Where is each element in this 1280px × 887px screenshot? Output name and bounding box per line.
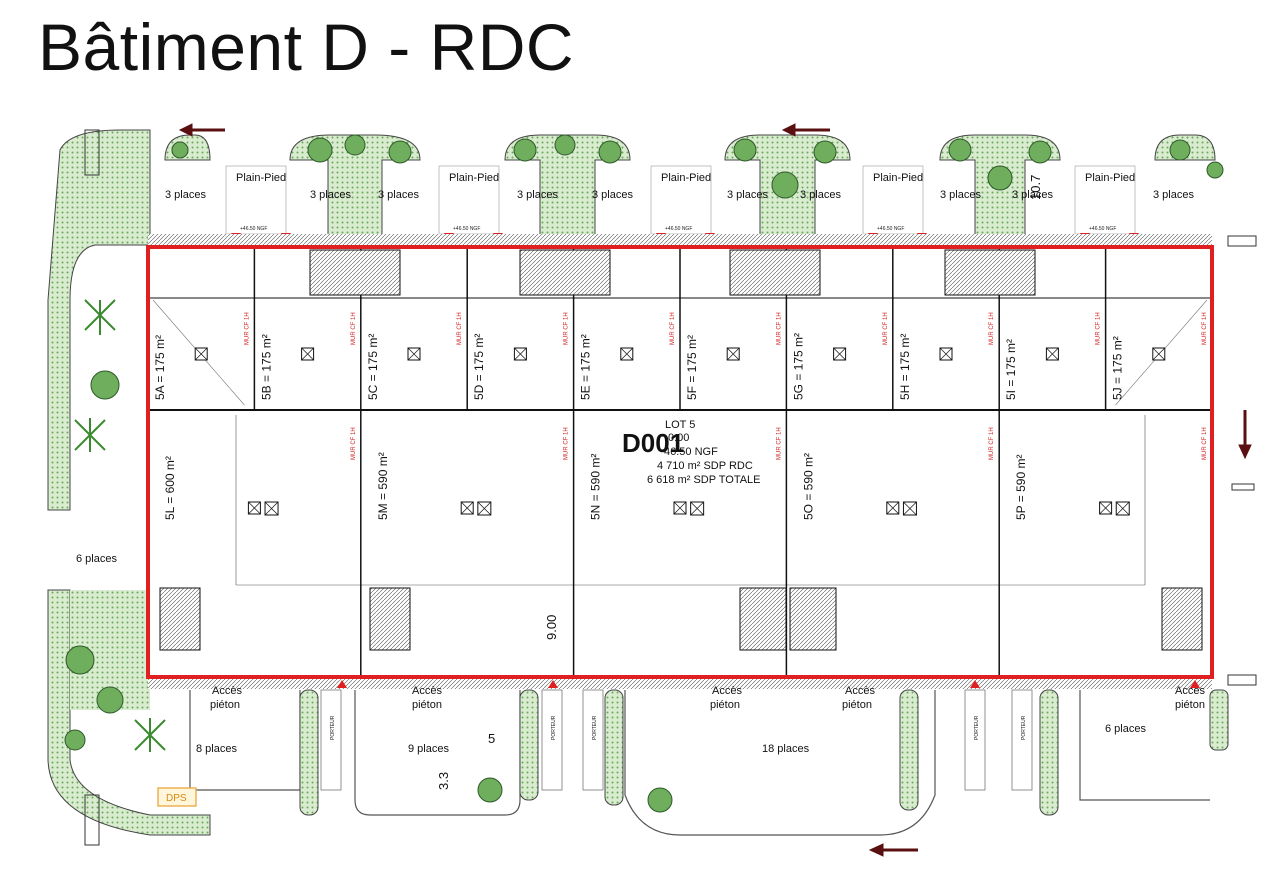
unit-label-5: 5E = 175 m² (579, 334, 593, 400)
ngf-top-label: +46.50 NGF (453, 226, 480, 232)
porteur-label-3: PORTEUR (592, 715, 598, 740)
acces-label-5: Accès (1175, 685, 1205, 697)
acces-label-4: Accès (845, 685, 875, 697)
wall-label: MUR CF 1H (989, 312, 995, 345)
palm-shrubs (74, 299, 166, 752)
direction-arrows (178, 123, 1252, 857)
porteur-label-5: PORTEUR (1021, 715, 1027, 740)
ngf-top-label: +46.50 NGF (240, 226, 267, 232)
left-green-strip-lower (47, 589, 211, 836)
plain-pied-label: Plain-Pied (1085, 172, 1135, 184)
top-places-label: 3 places (940, 189, 981, 201)
bottom-units: 5L = 600 m² MUR CF 1H 5M = 590 m² MUR CF 1H… (163, 410, 1208, 677)
plain-pied-label: Plain-Pied (873, 172, 923, 184)
dimension-9: 9.00 (544, 615, 559, 640)
dimension-10-7: 10.7 (1028, 175, 1043, 200)
unit-label-bottom-1: 5L = 600 m² (163, 456, 177, 520)
dimension-5: 5 (488, 731, 495, 746)
left-green-strip (47, 129, 151, 511)
top-places-label: 3 places (165, 189, 206, 201)
pieton-label-3: piéton (710, 699, 740, 711)
top-places-label: 3 places (800, 189, 841, 201)
pieton-label-4: piéton (842, 699, 872, 711)
ngf-label: 46.50 NGF (664, 446, 718, 458)
unit-label-7: 5G = 175 m² (791, 333, 805, 400)
unit-label-3: 5C = 175 m² (366, 334, 380, 400)
unit-label-bottom-3: 5N = 590 m² (589, 454, 603, 520)
pieton-label-5: piéton (1175, 699, 1205, 711)
dimension-3-3: 3.3 (436, 772, 451, 790)
unit-label-9: 5I = 175 m² (1004, 339, 1018, 400)
pieton-label-2: piéton (412, 699, 442, 711)
dps-box (157, 787, 197, 807)
wall-label: MUR CF 1H (351, 427, 357, 460)
dps-label: DPS (166, 793, 187, 804)
sdp-rdc-label: 4 710 m² SDP RDC (657, 460, 753, 472)
wall-label: MUR CF 1H (670, 312, 676, 345)
page-title: Bâtiment D - RDC (38, 10, 575, 84)
top-places-label: 3 places (592, 189, 633, 201)
top-places-label: 3 places (1012, 189, 1053, 201)
top-parking-row: 3 places 3 places 3 places 3 places 3 places… (165, 165, 1194, 241)
top-places-label: 3 places (517, 189, 558, 201)
wall-label: MUR CF 1H (989, 427, 995, 460)
wall-label: MUR CF 1H (244, 312, 250, 345)
stairs (159, 249, 1203, 651)
wall-label: MUR CF 1H (564, 427, 570, 460)
parking-9-label: 9 places (408, 743, 449, 755)
lot-outline (146, 245, 1214, 679)
top-places-label: 3 places (1153, 189, 1194, 201)
ngf-top-label: +46.50 NGF (1089, 226, 1116, 232)
unit-label-bottom-2: 5M = 590 m² (376, 452, 390, 520)
pieton-label-1: piéton (210, 699, 240, 711)
plain-pied-label: Plain-Pied (661, 172, 711, 184)
wall-label: MUR CF 1H (883, 312, 889, 345)
edge-markers (84, 129, 1257, 846)
ngf-top-label: +46.50 NGF (665, 226, 692, 232)
parking-18-label: 18 places (762, 743, 810, 755)
porteur-label-1: PORTEUR (330, 715, 336, 740)
unit-label-6: 5F = 175 m² (685, 335, 699, 400)
unit-label-2: 5B = 175 m² (259, 334, 273, 400)
building-code: D001 (622, 428, 684, 458)
unit-label-4: 5D = 175 m² (472, 334, 486, 400)
wall-label: MUR CF 1H (1096, 312, 1102, 345)
wall-label: MUR CF 1H (457, 312, 463, 345)
bottom-annotations: Accès piéton Accès piéton Accès piéton A… (76, 175, 1205, 807)
wall-label: MUR CF 1H (1202, 312, 1208, 345)
unit-label-8: 5H = 175 m² (898, 334, 912, 400)
lot-label: LOT 5 (665, 419, 695, 431)
unit-label-10: 5J = 175 m² (1111, 336, 1125, 400)
porteur-label-4: PORTEUR (974, 715, 980, 740)
acces-label-3: Accès (712, 685, 742, 697)
unit-label-bottom-4: 5O = 590 m² (801, 453, 815, 520)
sdp-total-label: 6 618 m² SDP TOTALE (647, 474, 761, 486)
parking-6-left-label: 6 places (76, 553, 117, 565)
ngf-top-label: +46.50 NGF (877, 226, 904, 232)
porteur-label-2: PORTEUR (551, 715, 557, 740)
bottom-green-strips (299, 689, 1229, 816)
unit-label-bottom-5: 5P = 590 m² (1014, 455, 1028, 520)
wall-label: MUR CF 1H (1202, 427, 1208, 460)
parking-6-right-label: 6 places (1105, 723, 1146, 735)
parking-8-label: 8 places (196, 743, 237, 755)
top-places-label: 3 places (378, 189, 419, 201)
plain-pied-label: Plain-Pied (449, 172, 499, 184)
top-places-label: 3 places (310, 189, 351, 201)
acces-label-1: Accès (212, 685, 242, 697)
wall-label: MUR CF 1H (351, 312, 357, 345)
wall-label: MUR CF 1H (776, 427, 782, 460)
top-places-label: 3 places (727, 189, 768, 201)
level-label: 0.00 (668, 432, 689, 444)
acces-label-2: Accès (412, 685, 442, 697)
unit-label-1: 5A = 175 m² (153, 335, 167, 400)
plain-pied-label: Plain-Pied (236, 172, 286, 184)
wall-label: MUR CF 1H (776, 312, 782, 345)
trees (64, 134, 1224, 813)
entrance-markers (337, 680, 1200, 688)
wall-label: MUR CF 1H (564, 312, 570, 345)
